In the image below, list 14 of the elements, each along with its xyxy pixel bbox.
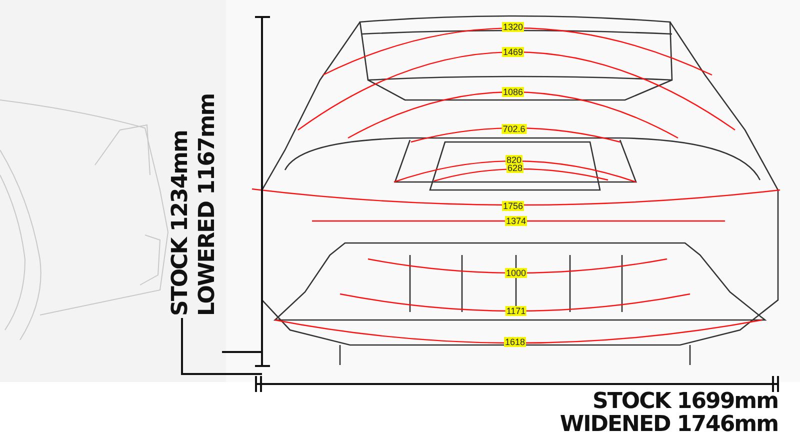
dimension-value: 628 — [506, 163, 524, 173]
dimension-value: 1086 — [502, 87, 524, 97]
dimension-value: 1618 — [504, 337, 526, 347]
dimension-text: WIDENED 1746mm — [560, 413, 778, 437]
dimension-value: 1320 — [502, 22, 524, 32]
dimension-value: 1756 — [502, 201, 524, 211]
dimension-value: 1374 — [504, 216, 528, 226]
dimension-value: 1171 — [505, 306, 527, 316]
dimension-text: STOCK 1699mm — [592, 390, 778, 414]
dimension-value: 1000 — [504, 268, 528, 278]
dimension-value: 1469 — [502, 47, 524, 57]
dimension-value: 702.6 — [502, 124, 526, 134]
dimension-text: LOWERED 1167mm — [196, 94, 220, 316]
dimension-text: STOCK 1234mm — [169, 130, 193, 316]
